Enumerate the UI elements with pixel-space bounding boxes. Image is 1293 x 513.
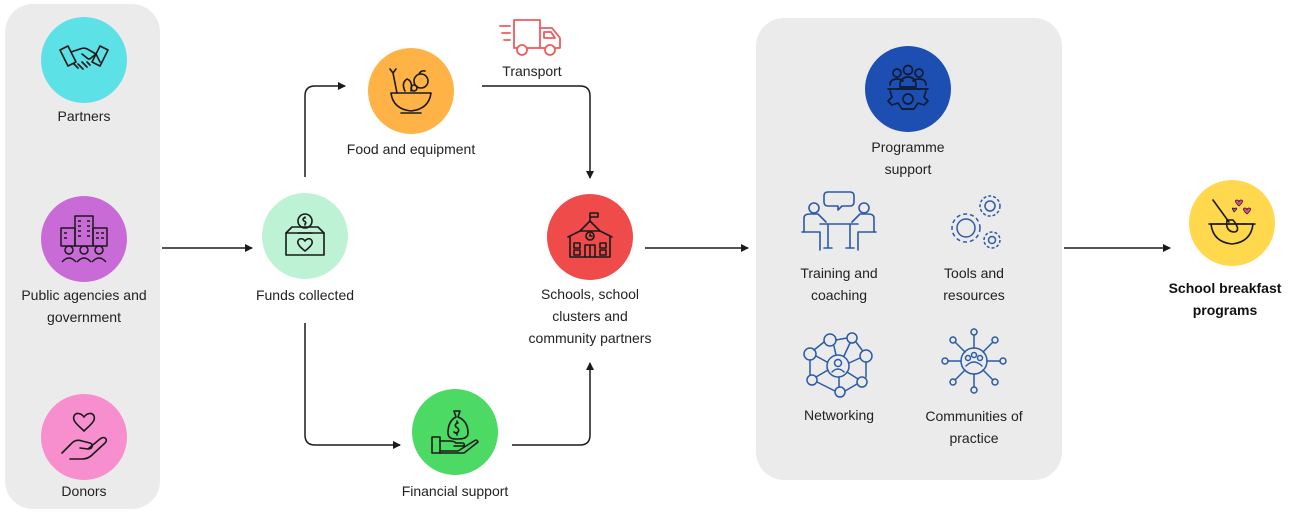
schools-label-line1: Schools, school: [540, 286, 640, 302]
whisk-bowl-icon: [1208, 199, 1256, 245]
networking-label: Networking: [803, 407, 875, 423]
partners-node: [41, 17, 127, 103]
food-equipment-node: [368, 48, 454, 134]
handshake-icon: [59, 45, 109, 70]
funds-collected-node: [262, 193, 348, 279]
government-building-icon: [60, 215, 108, 263]
schools-label-line3: community partners: [528, 330, 652, 346]
transport-label: Transport: [502, 63, 562, 79]
school-breakfast-node: [1189, 180, 1275, 266]
communities-label-line2: practice: [949, 430, 999, 446]
communities-label: Communities of practice: [904, 405, 1044, 449]
arrow-food-to-schools: [482, 85, 594, 179]
public-agencies-node: [41, 196, 127, 282]
gears-icon: [951, 195, 1001, 249]
programme-support-label-line2: support: [884, 161, 932, 177]
communities-label-line1: Communities of: [925, 408, 1023, 424]
transport-node: [498, 14, 564, 60]
tools-resources-label: Tools and resources: [914, 262, 1034, 306]
arrow-funds-to-food: [304, 82, 346, 177]
food-bowl-icon: [389, 68, 432, 114]
training-coaching-label: Training and coaching: [779, 262, 899, 306]
donors-node: [41, 394, 127, 480]
training-coaching-node: [798, 188, 880, 254]
tools-resources-label-line1: Tools and: [944, 265, 1004, 281]
schools-label-line2: clusters and: [552, 308, 628, 324]
tools-resources-label-line2: resources: [943, 287, 1005, 303]
funds-collected-label: Funds collected: [255, 287, 355, 303]
network-people-icon: [803, 332, 873, 398]
school-icon: [567, 212, 613, 258]
delivery-truck-icon: [499, 19, 561, 56]
financial-support-node: [412, 389, 498, 475]
programme-support-label: Programme support: [838, 136, 978, 180]
public-agencies-label: Public agencies and government: [5, 284, 163, 328]
arrow-funds-to-financial: [304, 323, 401, 449]
schools-node: [547, 194, 633, 280]
programme-support-node: [865, 46, 951, 132]
financial-support-label: Financial support: [401, 483, 509, 499]
heart-hand-icon: [61, 412, 108, 460]
money-bag-hand-icon: [431, 410, 479, 454]
community-hub-icon: [941, 328, 1007, 394]
team-gear-icon: [887, 64, 929, 110]
donors-label: Donors: [61, 483, 107, 499]
public-agencies-label-line2: government: [47, 309, 121, 325]
partners-label: Partners: [57, 108, 111, 124]
food-equipment-label: Food and equipment: [346, 141, 476, 157]
training-coaching-label-line1: Training and: [800, 265, 878, 281]
tools-resources-node: [940, 190, 1008, 256]
meeting-icon: [801, 191, 877, 251]
donation-box-icon: [285, 213, 325, 256]
programme-support-label-line1: Programme: [871, 139, 945, 155]
school-breakfast-label: School breakfast programs: [1160, 277, 1290, 321]
communities-node: [940, 328, 1008, 394]
networking-node: [800, 330, 876, 400]
arrow-financial-to-schools: [512, 362, 594, 446]
school-breakfast-label-line1: School breakfast: [1168, 280, 1282, 296]
training-coaching-label-line2: coaching: [810, 287, 868, 303]
schools-label: Schools, school clusters and community p…: [510, 283, 670, 349]
public-agencies-label-line1: Public agencies and: [21, 287, 147, 303]
school-breakfast-label-line2: programs: [1192, 302, 1258, 318]
